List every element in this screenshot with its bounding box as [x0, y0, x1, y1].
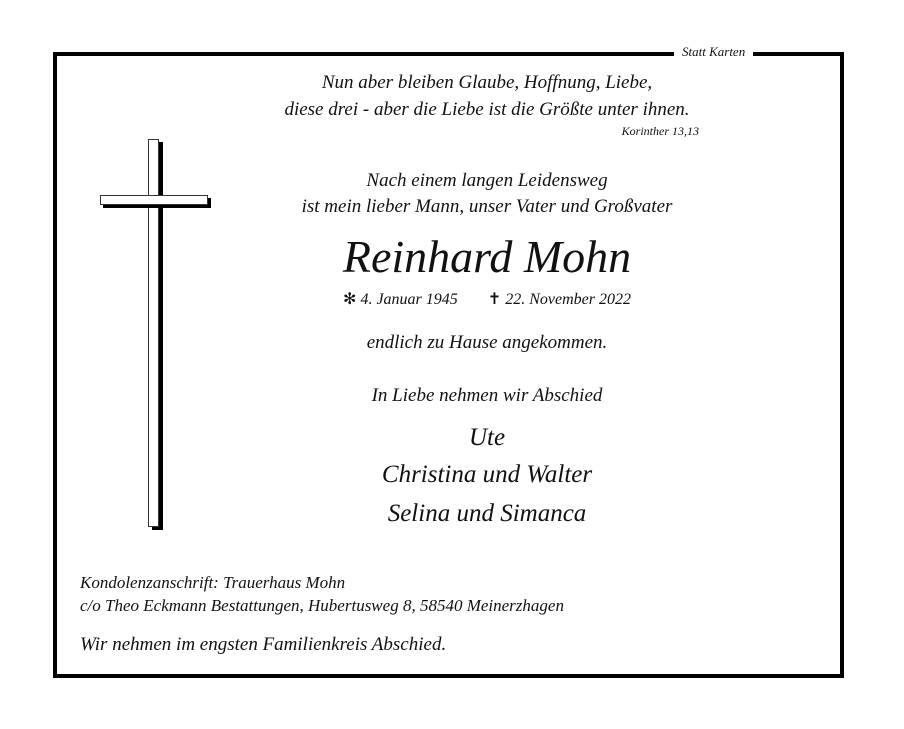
- dates: ✻ 4. Januar 1945 ✝ 22. November 2022: [200, 289, 774, 309]
- birth-star-icon: ✻: [343, 291, 357, 308]
- condolence-address-2: c/o Theo Eckmann Bestattungen, Hubertusw…: [80, 596, 564, 615]
- verse-line-2: diese drei - aber die Liebe ist die Größ…: [284, 99, 690, 120]
- condolence-address-1: Kondolenzanschrift: Trauerhaus Mohn: [80, 573, 346, 592]
- death-date: 22. November 2022: [505, 291, 631, 308]
- death-cross-icon: ✝: [487, 291, 502, 308]
- mourner-3: Selina und Simanca: [387, 500, 587, 527]
- mourner-2: Christina und Walter: [381, 461, 593, 488]
- verse-source: Korinther 13,13: [621, 124, 699, 138]
- deceased-name: Reinhard Mohn: [342, 231, 632, 282]
- birth-date: 4. Januar 1945: [360, 291, 458, 308]
- farewell-line: In Liebe nehmen wir Abschied: [371, 385, 603, 406]
- intro-line-1: Nach einem langen Leidensweg: [366, 170, 608, 191]
- closing-line: endlich zu Hause angekommen.: [366, 332, 608, 353]
- statt-karten-label: Statt Karten: [674, 44, 754, 60]
- verse-line-1: Nun aber bleiben Glaube, Hoffnung, Liebe…: [321, 72, 653, 93]
- notice-frame: [53, 52, 844, 678]
- mourner-1: Ute: [468, 424, 506, 451]
- family-note: Wir nehmen im engsten Familienkreis Absc…: [80, 634, 447, 655]
- intro-line-2: ist mein lieber Mann, unser Vater und Gr…: [301, 196, 673, 217]
